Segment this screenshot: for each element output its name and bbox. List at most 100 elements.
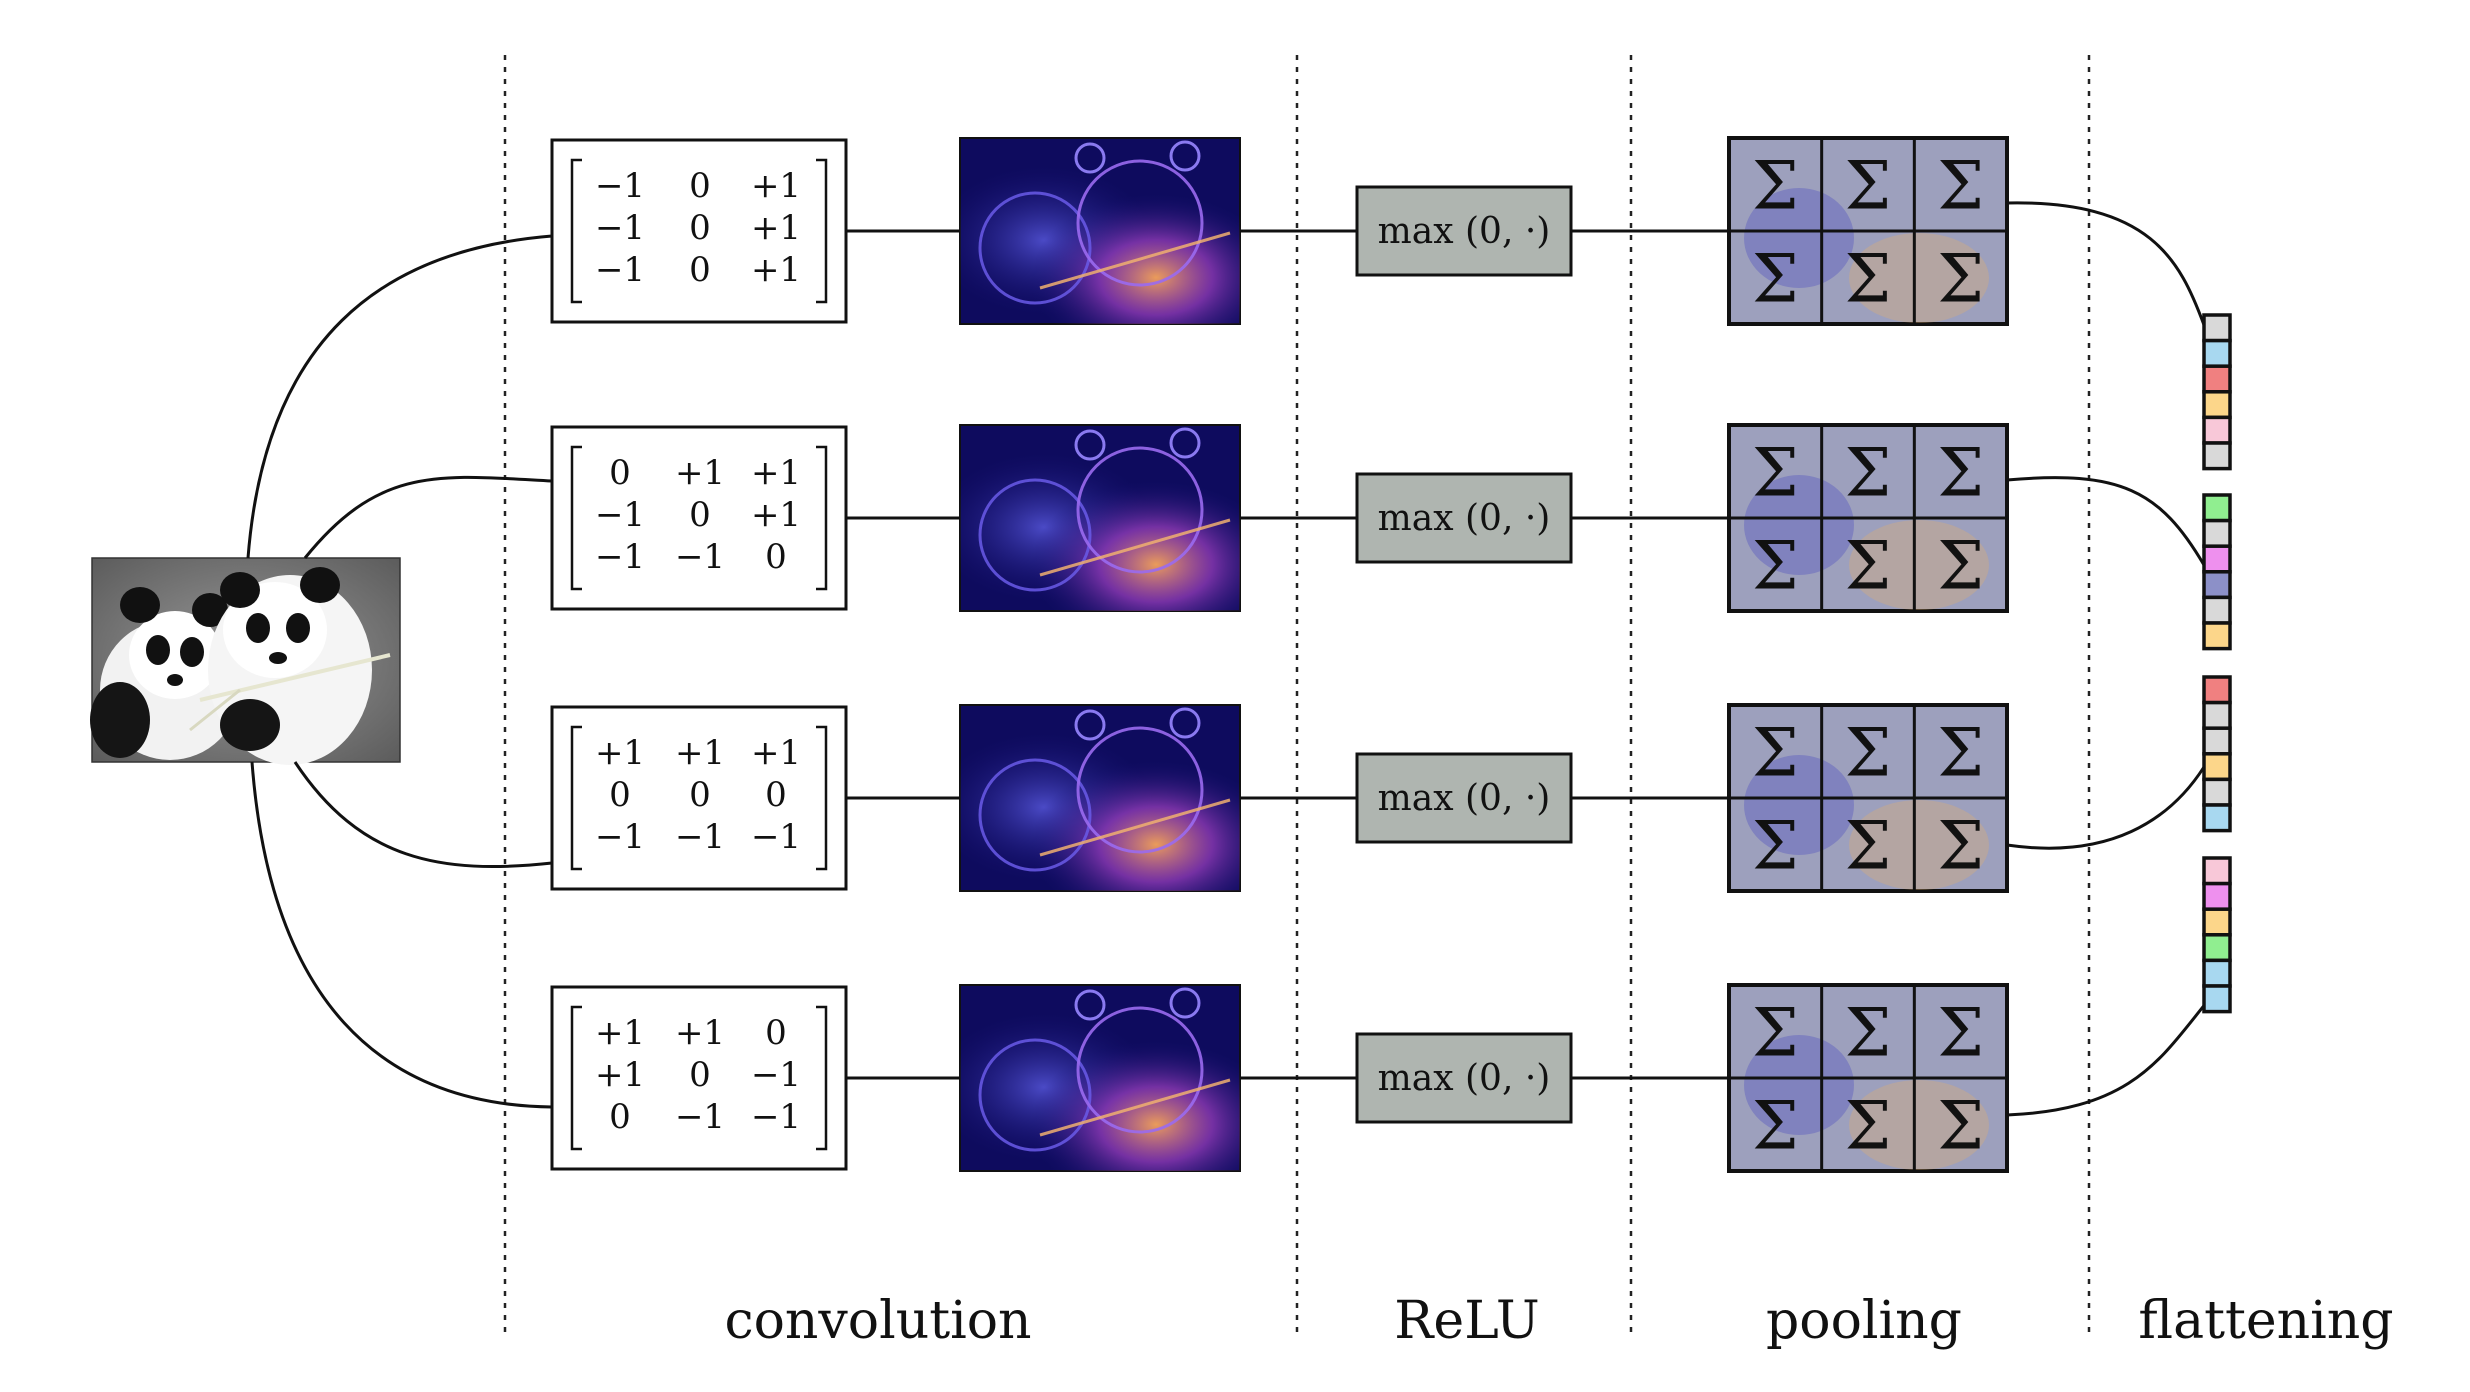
pooling-sum-symbol: Σ (1937, 1088, 1984, 1165)
kernel-value: −1 (675, 537, 725, 577)
kernel-value: 0 (689, 495, 711, 535)
kernel-value: 0 (689, 250, 711, 290)
pooling-texture (1744, 475, 1854, 575)
connector-pool-flatten (2006, 476, 2206, 566)
kernel-value: +1 (751, 250, 801, 290)
feature-outline-right (1076, 159, 1204, 287)
kernel-value: −1 (595, 817, 645, 857)
flatten-cell (2202, 544, 2232, 574)
kernel-box (550, 425, 848, 611)
kernel-value: +1 (751, 166, 801, 206)
flatten-vector (2202, 675, 2232, 833)
flatten-cell (2202, 856, 2232, 886)
flatten-cell (2202, 803, 2232, 833)
kernel-box (550, 705, 848, 891)
kernel-value: +1 (675, 1013, 725, 1053)
flatten-cell (2202, 777, 2232, 807)
kernel-value: 0 (689, 1055, 711, 1095)
flatten-cell (2202, 621, 2232, 651)
feature-stick (1039, 518, 1231, 577)
kernel-bracket-right (816, 1005, 828, 1151)
feature-ear (1169, 140, 1201, 172)
kernel-value: +1 (595, 1055, 645, 1095)
pooling-sum-symbol: Σ (1845, 995, 1892, 1072)
flatten-cell (2202, 390, 2232, 420)
feature-outline-left (978, 478, 1092, 592)
feature-outline-right (1076, 1006, 1204, 1134)
pooling-sum-symbol: Σ (1752, 715, 1799, 792)
connector-pool-flatten (2006, 1004, 2206, 1117)
flatten-cell (2202, 675, 2232, 705)
flatten-cell (2202, 933, 2232, 963)
flatten-cell (2202, 570, 2232, 600)
pooling-texture (1849, 1080, 1989, 1170)
relu-box (1355, 1032, 1573, 1124)
relu-box (1355, 472, 1573, 564)
relu-label: max (0, ·) (1378, 1058, 1551, 1099)
pooling-sum-symbol: Σ (1845, 808, 1892, 885)
pooling-texture (1744, 755, 1854, 855)
kernel-value: +1 (751, 453, 801, 493)
pooling-sum-symbol: Σ (1845, 1088, 1892, 1165)
pooling-sum-symbol: Σ (1752, 528, 1799, 605)
feature-ear (1074, 989, 1106, 1021)
pooling-texture (1849, 233, 1989, 323)
pooling-texture (1849, 800, 1989, 890)
pooling-sum-symbol: Σ (1845, 528, 1892, 605)
kernel-value: 0 (609, 453, 631, 493)
flatten-cell (2202, 518, 2232, 548)
label-pooling: pooling (1766, 1291, 1962, 1351)
input-connectors (246, 234, 553, 1109)
kernel-bracket-left (570, 1005, 582, 1151)
kernel-value: 0 (689, 166, 711, 206)
pooling-sum-symbol: Σ (1937, 148, 1984, 225)
kernel-value: +1 (751, 495, 801, 535)
kernel-value: 0 (765, 537, 787, 577)
flatten-cell (2202, 881, 2232, 911)
flatten-vector (2202, 856, 2232, 1014)
pooling-texture (1744, 1035, 1854, 1135)
kernel-bracket-right (816, 725, 828, 871)
kernel-bracket-left (570, 445, 582, 591)
kernel-value: 0 (765, 775, 787, 815)
flatten-cell (2202, 984, 2232, 1014)
feature-stick (1039, 798, 1231, 857)
feature-outline-right (1076, 446, 1204, 574)
kernel-value: 0 (689, 775, 711, 815)
pooling-sum-symbol: Σ (1937, 808, 1984, 885)
kernel-value: +1 (751, 733, 801, 773)
kernel-value: −1 (751, 817, 801, 857)
kernel-value: +1 (751, 208, 801, 248)
flatten-cell (2202, 493, 2232, 523)
kernel-value: −1 (595, 495, 645, 535)
pooling-sum-symbol: Σ (1752, 808, 1799, 885)
flatten-cell (2202, 441, 2232, 471)
kernel-bracket-right (816, 158, 828, 304)
pooling-sum-symbol: Σ (1845, 435, 1892, 512)
relu-label: max (0, ·) (1378, 211, 1551, 252)
kernel-value: −1 (675, 1097, 725, 1137)
feature-ear (1074, 142, 1106, 174)
kernel-value: −1 (595, 208, 645, 248)
flatten-cell (2202, 364, 2232, 394)
pooling-sum-symbol: Σ (1752, 1088, 1799, 1165)
feature-ear (1169, 427, 1201, 459)
pooling-sum-symbol: Σ (1937, 241, 1984, 318)
feature-ear (1169, 987, 1201, 1019)
pooling-sum-symbol: Σ (1752, 148, 1799, 225)
kernel-box (550, 138, 848, 324)
connector-pool-flatten (2006, 766, 2206, 850)
pooling-sum-symbol: Σ (1752, 995, 1799, 1072)
kernel-value: +1 (675, 453, 725, 493)
feature-outline-right (1076, 726, 1204, 854)
pooling-sum-symbol: Σ (1937, 435, 1984, 512)
kernel-value: −1 (595, 537, 645, 577)
